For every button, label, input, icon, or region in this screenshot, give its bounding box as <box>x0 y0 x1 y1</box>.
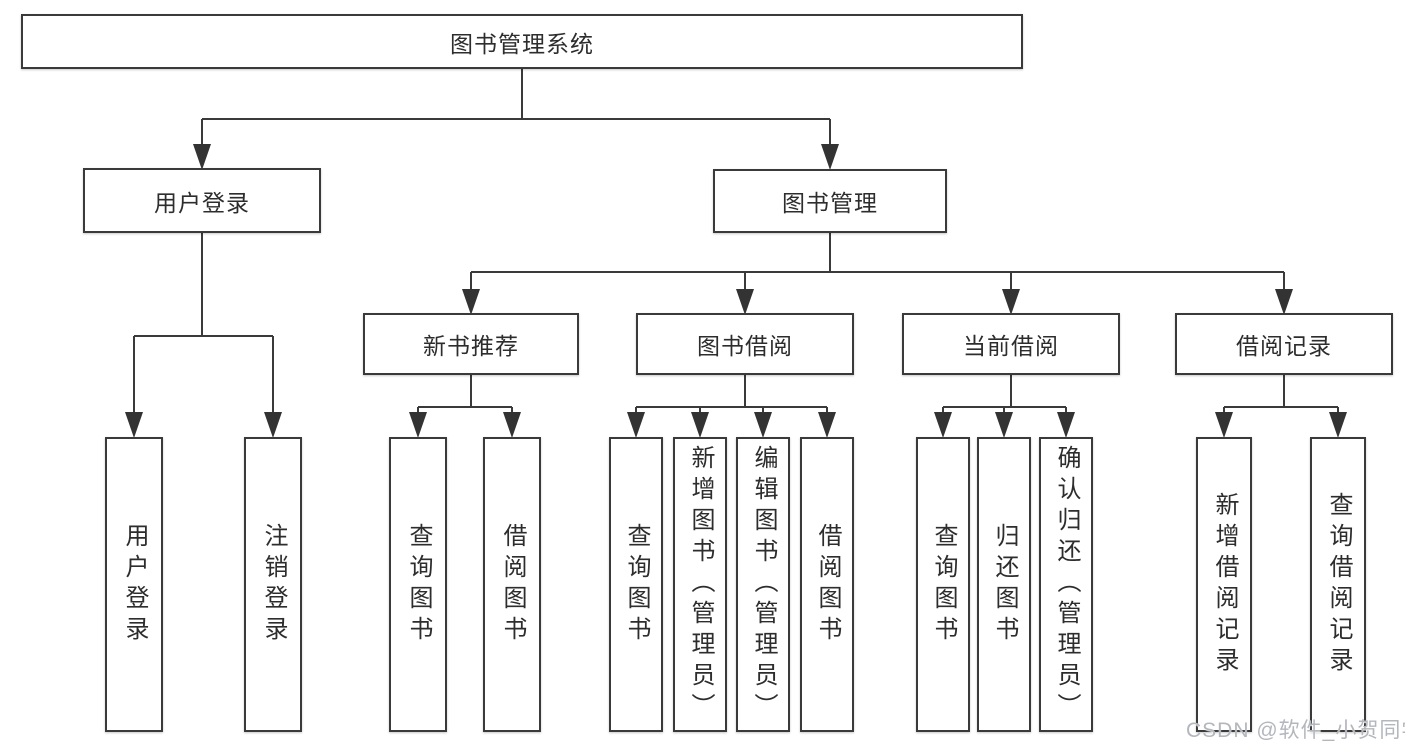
leaf-edit-book-admin-label: 编辑图书（管理员） <box>750 445 777 724</box>
leaf-query-borrow-record-label: 查询借阅记录 <box>1325 491 1352 678</box>
leaf-query-books-borrowing-label: 查询图书 <box>623 522 650 647</box>
leaf-query-books-current-label: 查询图书 <box>930 522 957 647</box>
node-book-management: 图书管理 <box>713 169 947 233</box>
node-new-book-recommend: 新书推荐 <box>363 313 579 375</box>
node-user-login: 用户登录 <box>83 168 321 233</box>
node-new-book-recommend-label: 新书推荐 <box>423 333 519 359</box>
node-book-borrowing: 图书借阅 <box>636 313 854 375</box>
csdn-watermark: CSDN @软件_小贺同学 <box>1186 719 1405 742</box>
node-current-borrowing: 当前借阅 <box>902 313 1120 375</box>
leaf-query-borrow-record: 查询借阅记录 <box>1310 437 1366 732</box>
leaf-confirm-return-admin-label: 确认归还（管理员） <box>1053 445 1080 724</box>
leaf-query-books-recommend-label: 查询图书 <box>405 522 432 647</box>
node-user-login-label: 用户登录 <box>154 189 250 216</box>
leaf-query-books-current: 查询图书 <box>916 437 970 732</box>
leaf-add-borrow-record: 新增借阅记录 <box>1196 437 1252 732</box>
leaf-confirm-return-admin: 确认归还（管理员） <box>1039 437 1093 732</box>
node-current-borrowing-label: 当前借阅 <box>963 333 1059 359</box>
leaf-return-books-label: 归还图书 <box>991 522 1018 647</box>
leaf-add-book-admin-label: 新增图书（管理员） <box>687 445 714 724</box>
leaf-borrow-books-borrowing-label: 借阅图书 <box>814 522 841 647</box>
leaf-user-login: 用户登录 <box>105 437 163 732</box>
node-root: 图书管理系统 <box>21 14 1023 69</box>
node-borrowing-records-label: 借阅记录 <box>1236 333 1332 359</box>
leaf-borrow-books-recommend-label: 借阅图书 <box>499 522 526 647</box>
leaf-logout-label: 注销登录 <box>260 522 287 647</box>
node-borrowing-records: 借阅记录 <box>1175 313 1393 375</box>
leaf-logout: 注销登录 <box>244 437 302 732</box>
leaf-add-borrow-record-label: 新增借阅记录 <box>1211 491 1238 678</box>
leaf-query-books-borrowing: 查询图书 <box>609 437 663 732</box>
leaf-user-login-label: 用户登录 <box>121 522 148 647</box>
leaf-edit-book-admin: 编辑图书（管理员） <box>736 437 790 732</box>
arrowheads <box>125 144 1347 438</box>
node-root-label: 图书管理系统 <box>450 30 594 57</box>
node-book-management-label: 图书管理 <box>782 190 878 216</box>
leaf-borrow-books-borrowing: 借阅图书 <box>800 437 854 732</box>
leaf-return-books: 归还图书 <box>977 437 1031 732</box>
leaf-query-books-recommend: 查询图书 <box>389 437 447 732</box>
leaf-add-book-admin: 新增图书（管理员） <box>673 437 727 732</box>
leaf-borrow-books-recommend: 借阅图书 <box>483 437 541 732</box>
node-book-borrowing-label: 图书借阅 <box>697 333 793 359</box>
